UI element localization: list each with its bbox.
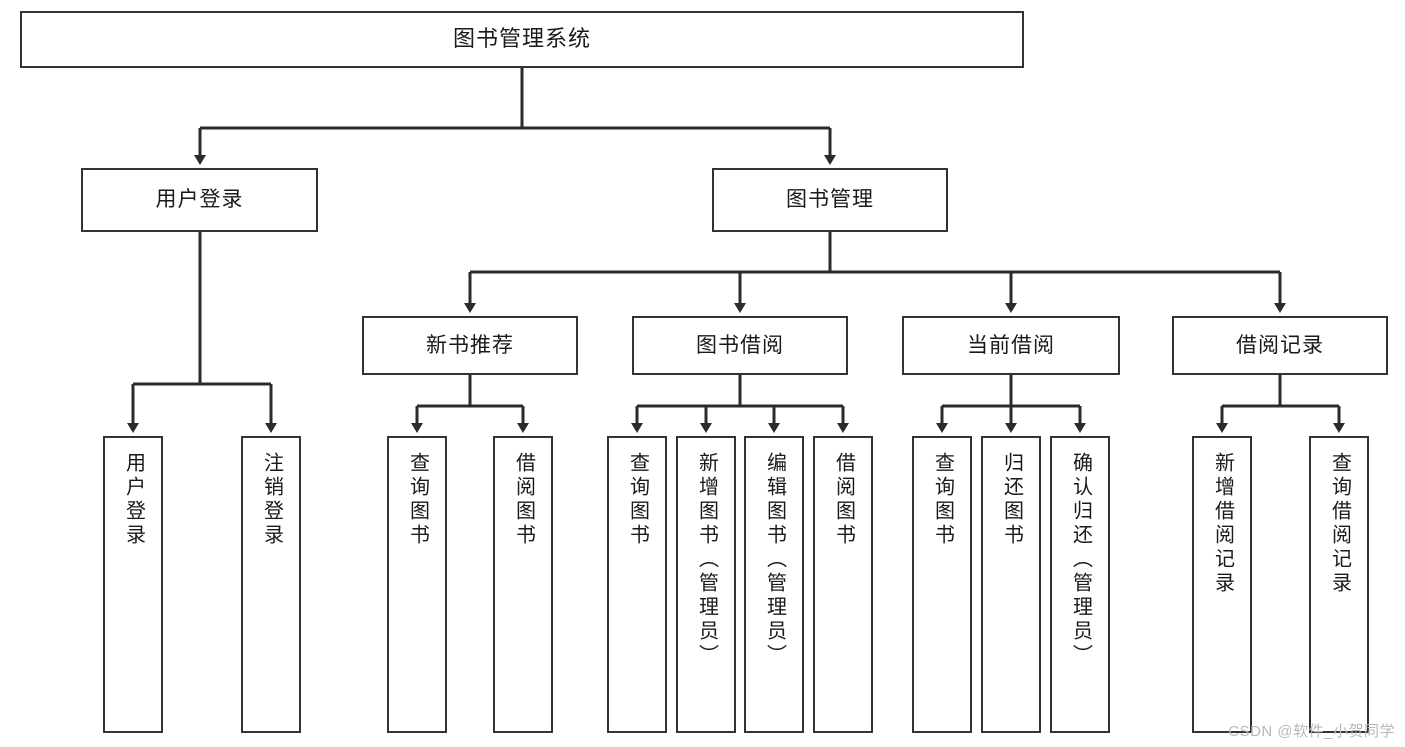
leaf-edit-book-admin[interactable]: 编辑图书（管理员） [744, 436, 804, 733]
node-label: 图书借阅 [696, 333, 784, 357]
node-new-book-recommend[interactable]: 新书推荐 [362, 316, 578, 375]
node-root-book-management-system[interactable]: 图书管理系统 [20, 11, 1024, 68]
node-label: 图书管理 [786, 188, 874, 212]
leaf-query-book-current[interactable]: 查询图书 [912, 436, 972, 733]
leaf-add-borrow-record[interactable]: 新增借阅记录 [1192, 436, 1252, 733]
node-label: 借阅图书 [512, 452, 535, 548]
node-user-login[interactable]: 用户登录 [81, 168, 318, 232]
node-label: 查询借阅记录 [1328, 452, 1351, 596]
leaf-query-book-borrow[interactable]: 查询图书 [607, 436, 667, 733]
node-current-borrow[interactable]: 当前借阅 [902, 316, 1120, 375]
node-label: 归还图书 [1000, 452, 1023, 548]
node-label: 查询图书 [931, 452, 954, 548]
node-label: 新增借阅记录 [1211, 452, 1234, 596]
node-label: 图书管理系统 [452, 26, 591, 52]
node-label: 当前借阅 [967, 333, 1055, 357]
leaf-user-login[interactable]: 用户登录 [103, 436, 163, 733]
node-label: 借阅图书 [832, 452, 855, 548]
node-book-borrow[interactable]: 图书借阅 [632, 316, 848, 375]
node-label: 新书推荐 [426, 333, 514, 357]
node-label: 确认归还（管理员） [1069, 452, 1092, 668]
leaf-logout[interactable]: 注销登录 [241, 436, 301, 733]
leaf-confirm-return-admin[interactable]: 确认归还（管理员） [1050, 436, 1110, 733]
node-label: 用户登录 [155, 188, 244, 212]
leaf-query-book-recommend[interactable]: 查询图书 [387, 436, 447, 733]
leaf-borrow-book-recommend[interactable]: 借阅图书 [493, 436, 553, 733]
leaf-return-book[interactable]: 归还图书 [981, 436, 1041, 733]
leaf-query-borrow-record[interactable]: 查询借阅记录 [1309, 436, 1369, 733]
node-label: 用户登录 [122, 452, 145, 548]
node-label: 编辑图书（管理员） [763, 452, 786, 668]
node-label: 查询图书 [406, 452, 429, 548]
leaf-borrow-book[interactable]: 借阅图书 [813, 436, 873, 733]
leaf-add-book-admin[interactable]: 新增图书（管理员） [676, 436, 736, 733]
node-label: 新增图书（管理员） [695, 452, 718, 668]
watermark: CSDN @软件_小贺同学 [1228, 723, 1395, 740]
node-label: 查询图书 [626, 452, 649, 548]
node-label: 借阅记录 [1236, 333, 1324, 357]
node-book-management[interactable]: 图书管理 [712, 168, 948, 232]
node-label: 注销登录 [260, 452, 283, 548]
node-borrow-record[interactable]: 借阅记录 [1172, 316, 1388, 375]
